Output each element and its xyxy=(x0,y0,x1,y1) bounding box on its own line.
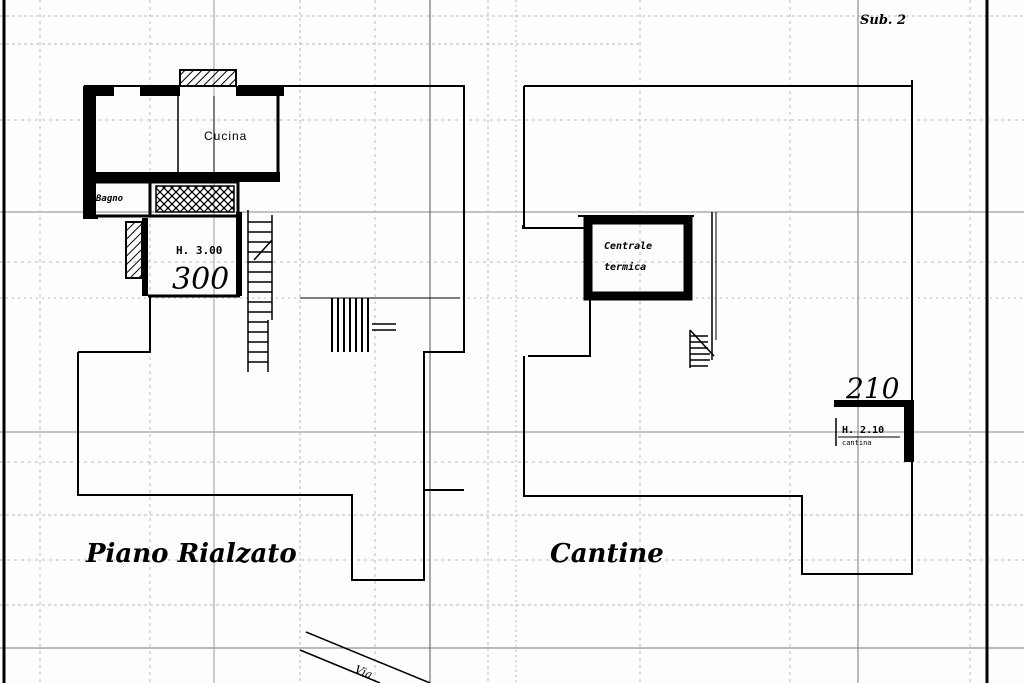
plan-piano-rialzato: Cucina Bagno H. 3.00 300 Piano Rialzato xyxy=(77,69,465,581)
street-label: Via xyxy=(353,663,374,682)
bath-label: Bagno xyxy=(95,194,124,204)
boiler-room-label-1: Centrale xyxy=(604,241,652,252)
height-handwritten-left: 300 xyxy=(172,262,229,297)
staircase-cellar xyxy=(689,329,715,368)
pillar-hatch xyxy=(125,221,143,279)
staircase-left xyxy=(247,210,273,372)
height-label-right: H. 2.10 xyxy=(842,425,884,436)
plan-title-right: Cantine xyxy=(550,539,664,569)
chimney-hatch xyxy=(179,69,237,87)
cellar-label: cantina xyxy=(842,439,872,447)
plan-cantine: Centrale termica 210 H. 2.10 cantina xyxy=(522,80,914,575)
staircase-entry xyxy=(300,297,460,352)
street: Via xyxy=(299,631,431,683)
stair-well-crosshatch xyxy=(155,185,235,213)
plan-title-left: Piano Rialzato xyxy=(85,539,297,569)
boiler-room xyxy=(583,215,693,301)
height-label-left: H. 3.00 xyxy=(176,244,222,257)
sub-label: Sub. 2 xyxy=(860,13,906,28)
height-handwritten-right: 210 xyxy=(845,372,899,405)
kitchen-label: Cucina xyxy=(204,129,247,143)
boiler-room-label-2: termica xyxy=(604,261,646,273)
